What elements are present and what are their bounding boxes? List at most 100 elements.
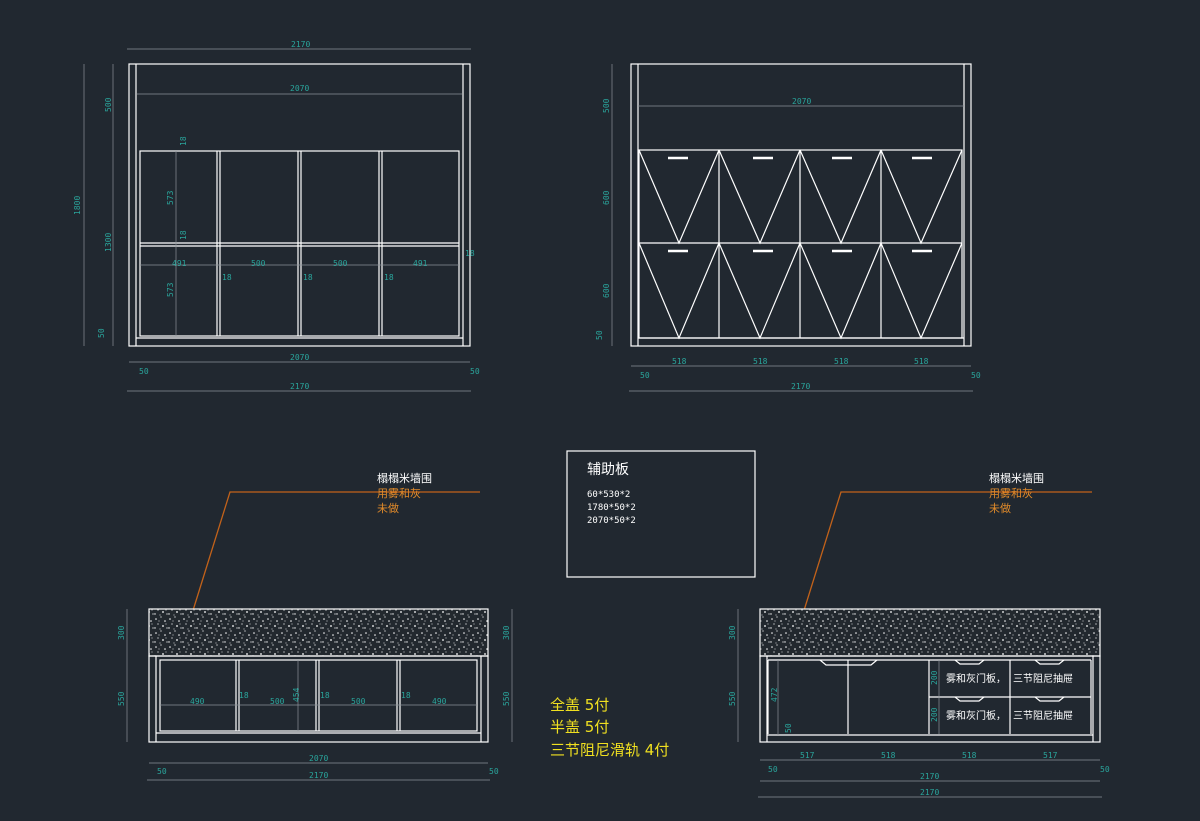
tl-divider-3: 18 xyxy=(384,273,394,282)
br-col-width-4: 517 xyxy=(1043,751,1058,760)
board-box-item-3: 2070*50*2 xyxy=(587,516,636,526)
board-box-item-1: 60*530*2 xyxy=(587,490,630,500)
bl-tatami-top xyxy=(148,608,489,657)
br-col-width-1: 517 xyxy=(800,751,815,760)
br-base: 50 xyxy=(784,723,793,733)
tl-overall-width: 2170 xyxy=(291,40,310,49)
bl-h-top-right: 300 xyxy=(502,625,511,640)
br-foot-left: 50 xyxy=(768,765,778,774)
top-left-elevation xyxy=(128,63,471,347)
tl-outer-frame xyxy=(128,63,471,347)
tl-bottom-outer: 2170 xyxy=(290,382,309,391)
tr-col-width-1: 518 xyxy=(672,357,687,366)
br-outer-width: 2170 xyxy=(920,788,939,797)
br-foot-right: 50 xyxy=(1100,765,1110,774)
tr-col-width-4: 518 xyxy=(914,357,929,366)
tl-col-width-1: 491 xyxy=(172,259,187,268)
hardware-line-1: 全盖 5付 xyxy=(550,696,609,714)
br-drawer-height-1: 200 xyxy=(930,670,939,685)
bottom-right-dim-text: 300 550 472 50 200 200 雾和灰门板， 三节阻尼抽屉 雾和灰… xyxy=(728,625,1110,797)
top-right-dim-text: 2070 500 600 600 50 518 518 518 518 50 5… xyxy=(595,97,981,391)
tr-col-width-3: 518 xyxy=(834,357,849,366)
br-door-label-1: 雾和灰门板， xyxy=(946,672,1006,685)
tr-h-row2: 600 xyxy=(602,283,611,298)
bl-divider-1: 18 xyxy=(239,691,249,700)
bl-mid-height: 454 xyxy=(292,687,301,702)
bottom-right-elevation xyxy=(759,608,1101,743)
tl-foot-left: 50 xyxy=(139,367,149,376)
bl-note-line3: 未做 xyxy=(377,501,399,515)
bottom-left-elevation xyxy=(148,608,489,743)
bl-leader-line xyxy=(189,491,480,621)
bl-foot-right: 50 xyxy=(489,767,499,776)
bottom-left-dimensions xyxy=(126,609,513,781)
board-box-item-2: 1780*50*2 xyxy=(587,503,636,513)
tr-foot-left: 50 xyxy=(640,371,650,380)
board-box-frame xyxy=(566,450,756,578)
top-right-handles xyxy=(668,156,932,253)
tl-shelf: 18 xyxy=(179,136,188,146)
bottom-right-dimensions xyxy=(737,609,1102,798)
tl-bottom-inner: 2070 xyxy=(290,353,309,362)
br-h-top: 300 xyxy=(728,625,737,640)
br-drawer-height-2: 200 xyxy=(930,707,939,722)
br-h-bottom: 550 xyxy=(728,691,737,706)
br-note-line2: 用雾和灰 xyxy=(989,486,1033,500)
bl-bottom-outer: 2170 xyxy=(309,771,328,780)
bl-foot-left: 50 xyxy=(157,767,167,776)
bl-note-line1: 榻榻米墙围 xyxy=(377,471,432,485)
bl-divider-2: 18 xyxy=(320,691,330,700)
hardware-line-2: 半盖 5付 xyxy=(550,718,609,736)
br-note-line1: 榻榻米墙围 xyxy=(989,471,1044,485)
tr-col-width-2: 518 xyxy=(753,357,768,366)
bl-h-top: 300 xyxy=(117,625,126,640)
br-leader-line xyxy=(800,491,1092,621)
br-inner-width: 2170 xyxy=(920,772,939,781)
tl-h-top: 500 xyxy=(104,97,113,112)
top-right-elevation xyxy=(630,63,972,347)
br-tatami-top xyxy=(759,608,1101,657)
bl-col-width-4: 490 xyxy=(432,697,447,706)
board-box: 辅助板 60*530*2 1780*50*2 2070*50*2 xyxy=(566,450,756,578)
tl-col-width-3: 500 xyxy=(333,259,348,268)
br-col-width-2: 518 xyxy=(881,751,896,760)
board-box-title: 辅助板 xyxy=(587,462,629,478)
br-col-width-3: 518 xyxy=(962,751,977,760)
tl-h-cabinet: 1300 xyxy=(104,233,113,252)
tr-h-top: 500 xyxy=(602,98,611,113)
top-left-dim-text: 2170 2070 1800 500 1300 50 573 573 18 18… xyxy=(73,40,480,391)
br-door-label-2: 雾和灰门板， xyxy=(946,709,1006,722)
top-right-dimensions xyxy=(611,64,973,392)
bl-divider-3: 18 xyxy=(401,691,411,700)
tl-foot-right: 50 xyxy=(470,367,480,376)
tl-divider-1: 18 xyxy=(222,273,232,282)
bottom-left-note: 榻榻米墙围 用雾和灰 未做 xyxy=(187,471,480,623)
tl-h-base: 50 xyxy=(97,328,106,338)
br-drawer-label-2: 三节阻尼抽屉 xyxy=(1013,709,1073,722)
bl-note-line2: 用雾和灰 xyxy=(377,486,421,500)
tl-shelf2: 18 xyxy=(179,230,188,240)
tl-cell-height-1: 573 xyxy=(166,190,175,205)
tl-cell-height-2: 573 xyxy=(166,282,175,297)
tl-inner-width: 2070 xyxy=(290,84,309,93)
hardware-note: 全盖 5付 半盖 5付 三节阻尼滑轨 4付 xyxy=(550,696,669,759)
bl-col-width-3: 500 xyxy=(351,697,366,706)
top-left-dimensions xyxy=(83,48,471,392)
bl-col-width-1: 490 xyxy=(190,697,205,706)
bl-h-bottom: 550 xyxy=(117,691,126,706)
bl-h-bottom-right: 550 xyxy=(502,691,511,706)
tr-overall-width: 2170 xyxy=(791,382,810,391)
tl-divider-2: 18 xyxy=(303,273,313,282)
br-drawer-label-1: 三节阻尼抽屉 xyxy=(1013,672,1073,685)
tl-col-width-4: 491 xyxy=(413,259,428,268)
tr-foot-right: 50 xyxy=(971,371,981,380)
bottom-left-dim-text: 300 550 300 550 490 500 500 490 18 18 18… xyxy=(117,625,511,780)
tr-outer-frame xyxy=(630,63,972,347)
tr-h-base: 50 xyxy=(595,330,604,340)
tl-height-total: 1800 xyxy=(73,196,82,215)
tl-col-width-2: 500 xyxy=(251,259,266,268)
tl-side-right: 18 xyxy=(465,249,475,258)
bl-bottom-inner: 2070 xyxy=(309,754,328,763)
bottom-right-note: 榻榻米墙围 用雾和灰 未做 xyxy=(798,471,1092,623)
